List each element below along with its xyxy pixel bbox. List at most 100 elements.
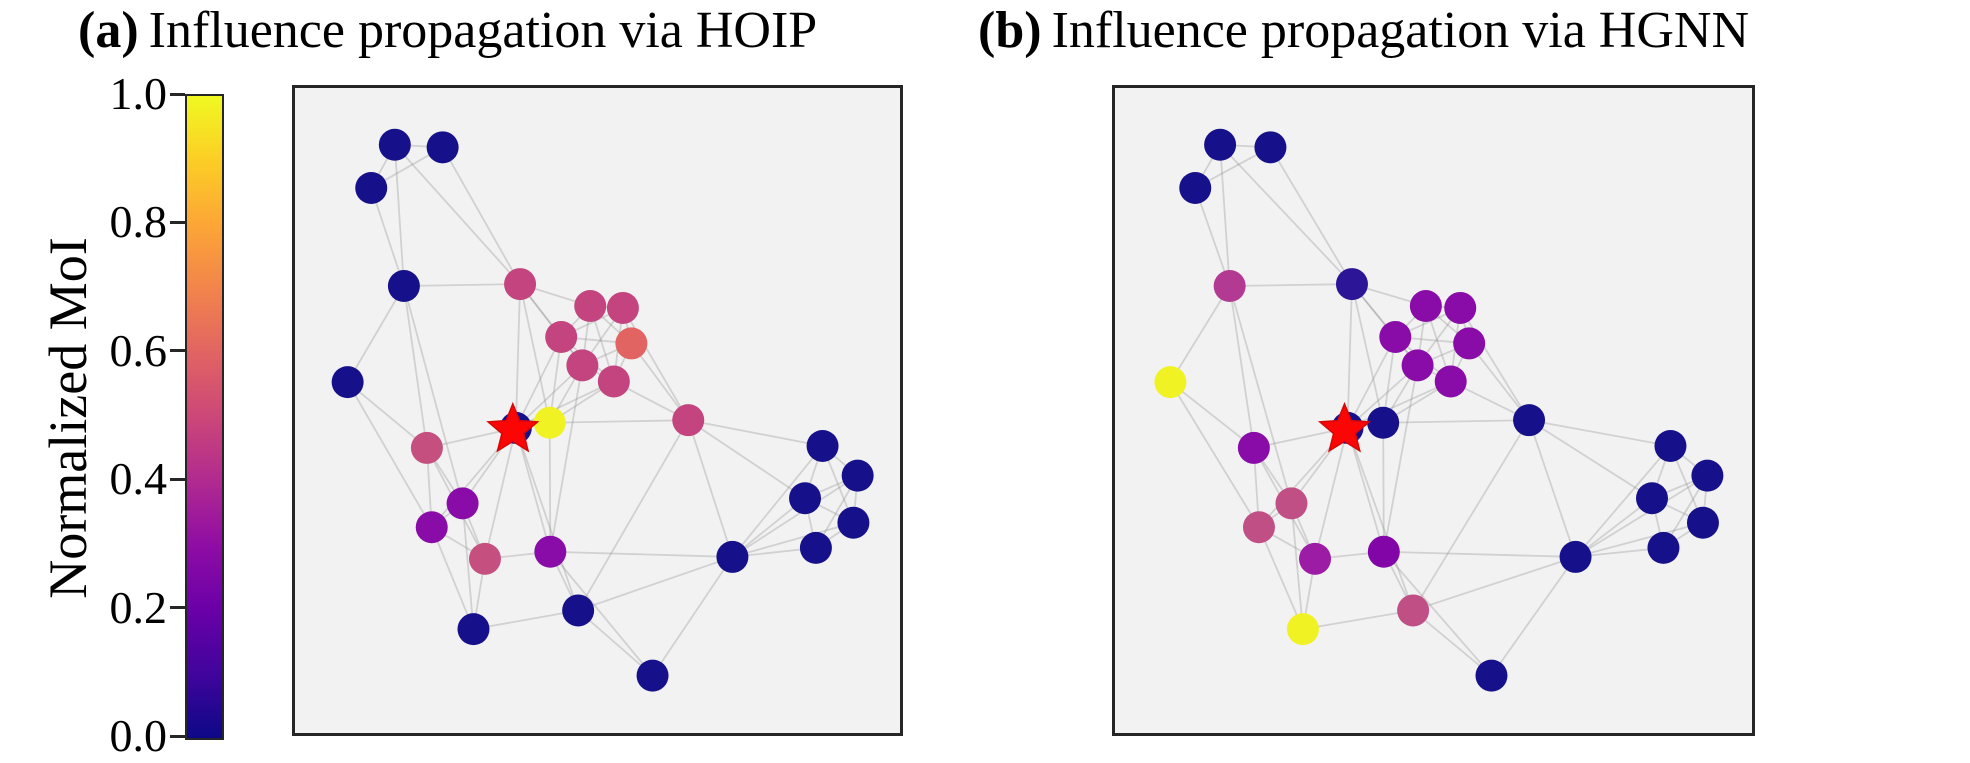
graph-node (545, 320, 578, 353)
graph-node (789, 482, 822, 515)
graph-edge (1575, 521, 1704, 558)
graph-edge (1412, 609, 1493, 677)
graph-edge (1574, 445, 1672, 558)
graph-edge (731, 474, 859, 558)
graph-node (1204, 128, 1237, 161)
graph-edge (519, 283, 551, 423)
graph-edge (430, 526, 475, 630)
graph-node (1635, 482, 1668, 515)
graph-edge (1219, 144, 1353, 285)
colorbar-tick-label: 0.0 (109, 710, 168, 761)
graph-node (1379, 320, 1412, 353)
graph-edge (347, 381, 428, 449)
panel-b-axes (1112, 85, 1755, 736)
graph-edge (550, 550, 733, 558)
graph-node (1434, 365, 1467, 398)
source-star-marker (486, 401, 540, 453)
graph-edge (514, 427, 579, 611)
graph-node (1444, 291, 1477, 324)
graph-edge (1169, 381, 1255, 449)
graph-node (806, 429, 839, 462)
graph-node (672, 404, 705, 437)
graph-node (1335, 268, 1368, 301)
panel-b-title-text: Influence propagation via HGNN (1051, 2, 1749, 59)
graph-edge (1383, 419, 1530, 424)
graph-node (468, 542, 501, 575)
graph-edge (370, 187, 405, 287)
graph-edge (577, 556, 733, 612)
graph-node (1453, 327, 1486, 360)
graph-node (1654, 429, 1687, 462)
graph-edge (651, 556, 734, 677)
graph-node (837, 506, 870, 539)
colorbar-tick-label: 0.6 (109, 324, 168, 376)
graph-edge (577, 419, 690, 611)
graph-edge (346, 285, 405, 383)
colorbar-tick (170, 734, 185, 738)
graph-edge (1383, 550, 1576, 558)
colorbar-tick (170, 92, 185, 96)
graph-edge (548, 422, 552, 552)
graph-edge (514, 427, 552, 552)
panel-a-title-text: Influence propagation via HOIP (148, 2, 818, 59)
graph-node (1647, 531, 1680, 564)
graph-edge (687, 419, 806, 499)
graph-node (1154, 366, 1187, 399)
graph-edge (515, 380, 615, 429)
graph-node (1686, 506, 1719, 539)
graph-edge (1459, 307, 1530, 421)
graph-edge (1169, 381, 1260, 528)
graph-edge (1290, 503, 1304, 630)
colorbar-tick (170, 349, 185, 353)
graph-node (562, 594, 595, 627)
graph-node (1179, 171, 1212, 204)
graph-node (331, 366, 364, 399)
graph-edge (1347, 380, 1452, 429)
graph-edge (1314, 427, 1349, 560)
graph-edge (441, 146, 521, 285)
colorbar-tick (170, 220, 185, 224)
graph-node (1559, 540, 1592, 573)
graph-edge (1468, 342, 1530, 421)
graph-node (574, 290, 607, 323)
graph-edge (1382, 365, 1419, 552)
graph-edge (1351, 283, 1419, 366)
graph-node (1397, 594, 1430, 627)
graph-edge (1528, 419, 1577, 558)
graph-edge (515, 336, 563, 429)
graph-node (566, 349, 599, 382)
graph-node (534, 535, 567, 568)
graph-node (1367, 406, 1400, 439)
graph-node (1254, 131, 1287, 164)
graph-edge (549, 365, 584, 552)
graph-edge (1351, 283, 1385, 423)
graph-edge (1169, 285, 1231, 383)
graph-edge (1346, 336, 1397, 429)
graph-edge (403, 285, 464, 504)
graph-node (597, 365, 630, 398)
graph-edge (461, 503, 475, 630)
graph-edge (1575, 474, 1708, 558)
graph-edge (1258, 526, 1304, 630)
graph-edge (688, 419, 823, 447)
graph-edge (393, 144, 405, 287)
graph-edge (731, 445, 824, 558)
graph-edge (577, 609, 654, 677)
source-star-marker (1317, 401, 1372, 453)
graph-edge (732, 521, 854, 558)
graph-node (606, 291, 639, 324)
graph-edge (403, 283, 521, 287)
graph-edge (1302, 609, 1414, 631)
graph-edge (1528, 419, 1671, 447)
colorbar-tick (170, 606, 185, 610)
graph-edge (1528, 419, 1653, 499)
panel-a-axes (292, 85, 903, 736)
graph-node (387, 270, 420, 303)
colorbar-tick-label: 1.0 (109, 68, 168, 119)
graph-edge (1346, 284, 1353, 428)
graph-node (799, 531, 832, 564)
colorbar (185, 94, 224, 740)
graph-edge (1219, 144, 1231, 287)
graph-node (1401, 349, 1434, 382)
